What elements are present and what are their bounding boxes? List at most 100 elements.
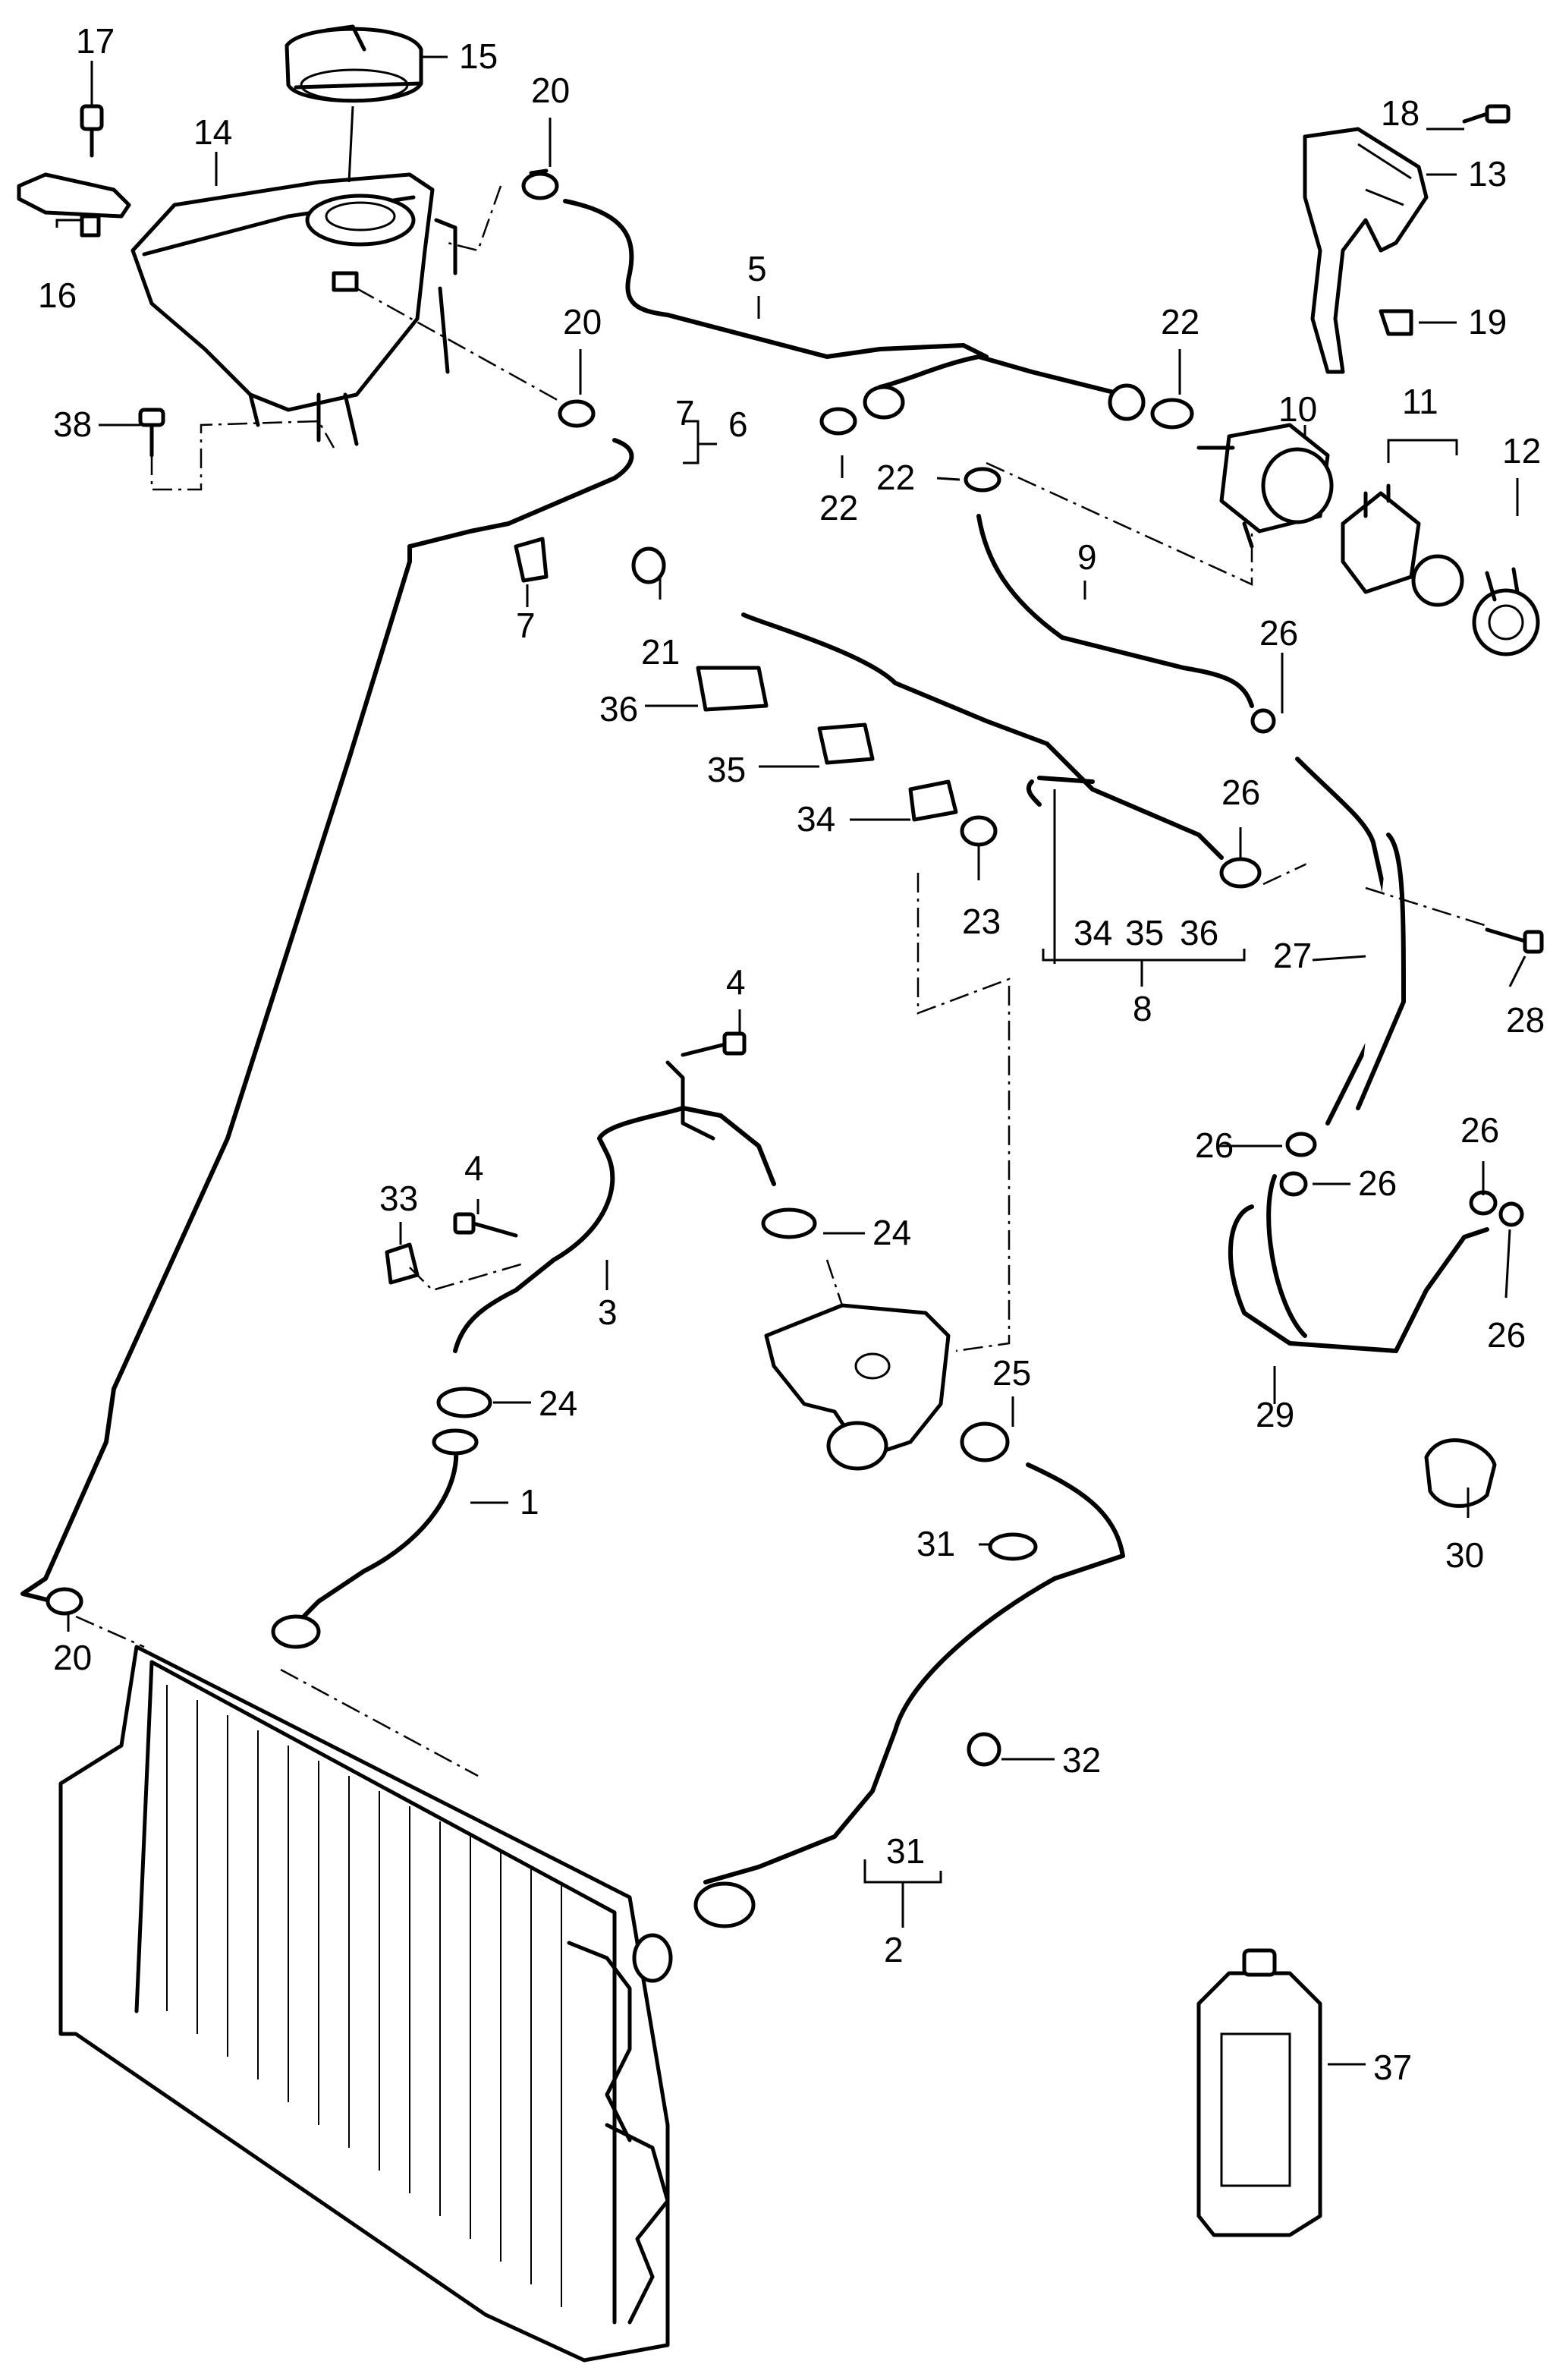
radiator — [58, 1645, 673, 2363]
dash-20a — [447, 185, 502, 252]
label-22-right: 22 — [1161, 302, 1199, 342]
label-38: 38 — [53, 405, 92, 444]
thermostat-housing — [764, 1303, 951, 1471]
label-20-top: 20 — [531, 71, 570, 110]
clamp-23 — [960, 815, 998, 847]
hose-5-end — [863, 385, 905, 420]
screw-38 — [138, 408, 165, 458]
label-6: 6 — [728, 405, 748, 444]
clamp-26-b — [1279, 1171, 1308, 1197]
hose-27-pipe — [1356, 833, 1406, 1110]
dash-33 — [409, 1262, 524, 1292]
label-26-d: 26 — [1487, 1315, 1526, 1355]
clip-33 — [385, 1242, 420, 1285]
clamp-22-lower — [964, 467, 1001, 493]
screw-4-top — [681, 1031, 747, 1057]
label-10: 10 — [1278, 389, 1317, 429]
leader-lines — [55, 55, 1526, 2066]
hose-5 — [563, 199, 989, 359]
hose-6 — [407, 438, 634, 549]
label-36: 36 — [599, 689, 638, 729]
hose-8-tee — [1026, 776, 1095, 807]
dash-22 — [986, 461, 1253, 586]
hose-29-branch — [1266, 1174, 1307, 1338]
clamp-35 — [817, 722, 875, 765]
label-30: 30 — [1445, 1535, 1484, 1575]
hose-8 — [741, 612, 1224, 860]
label-19: 19 — [1468, 302, 1507, 342]
dash-20c — [75, 1615, 145, 1648]
label-20-mid: 20 — [563, 302, 602, 342]
dash-20b — [356, 287, 562, 404]
label-3: 3 — [598, 1292, 618, 1332]
label-7-bracket: 7 — [675, 393, 695, 433]
gasket-30 — [1424, 1438, 1497, 1508]
label-37: 37 — [1373, 2048, 1412, 2087]
label-2: 2 — [884, 1930, 904, 1969]
clamp-20-mid — [558, 399, 596, 428]
hose-1 — [286, 1440, 459, 1642]
label-4-top: 4 — [726, 962, 746, 1002]
aux-water-pump — [1196, 423, 1334, 549]
screw-4-left — [453, 1212, 518, 1238]
hose-1-end-lower — [271, 1614, 321, 1649]
cap-axis-line — [347, 105, 354, 183]
label-15: 15 — [459, 36, 498, 76]
expansion-tank — [130, 172, 457, 446]
label-22-lower: 22 — [876, 458, 915, 497]
label-22-left: 22 — [819, 488, 858, 527]
label-4-left: 4 — [464, 1148, 484, 1188]
label-13: 13 — [1468, 154, 1507, 194]
clamp-24-lower — [436, 1387, 492, 1418]
label-35-group: 35 — [1125, 913, 1164, 952]
label-23: 23 — [962, 902, 1001, 941]
label-20-bottom: 20 — [53, 1638, 92, 1677]
dash-24 — [825, 1259, 844, 1306]
label-26-b: 26 — [1358, 1163, 1397, 1203]
clamp-32 — [967, 1732, 1001, 1767]
clamp-22-right — [1150, 398, 1194, 430]
label-26-c: 26 — [1460, 1110, 1499, 1150]
label-36-group: 36 — [1180, 913, 1218, 952]
coolant-bottle — [1196, 1948, 1322, 2237]
clamp-26-a — [1285, 1132, 1317, 1157]
label-14: 14 — [193, 112, 232, 152]
clamp-31 — [988, 1532, 1038, 1561]
label-26-a: 26 — [1195, 1125, 1234, 1165]
label-28: 28 — [1506, 1000, 1545, 1040]
radiator-fins — [166, 1685, 562, 2307]
clamp-20-bottom — [46, 1587, 83, 1616]
hose-5-branch — [878, 354, 1125, 397]
mounting-bracket — [17, 172, 131, 238]
screw-18 — [1462, 104, 1511, 124]
tank-cap — [285, 24, 423, 103]
clamp-26-mid — [1219, 857, 1262, 889]
label-33: 33 — [379, 1179, 418, 1218]
label-24-upper: 24 — [872, 1213, 911, 1252]
hose-3-bracket — [665, 1060, 715, 1141]
clamp-26-c — [1469, 1190, 1498, 1216]
hose-2 — [703, 1462, 1125, 1884]
hose-2-end — [693, 1881, 756, 1928]
label-24-lower: 24 — [539, 1384, 577, 1423]
label-31: 31 — [916, 1524, 955, 1563]
dash-1 — [280, 1668, 479, 1777]
dash-23 — [916, 873, 1011, 1352]
label-18: 18 — [1381, 93, 1420, 133]
clamp-22-left — [819, 407, 857, 436]
label-11: 11 — [1402, 382, 1438, 421]
label-21: 21 — [641, 632, 680, 672]
label-8: 8 — [1133, 989, 1152, 1028]
screw-28 — [1485, 927, 1544, 954]
label-34-group: 34 — [1074, 913, 1112, 952]
label-32: 32 — [1062, 1740, 1101, 1780]
clamp-26-upper — [1250, 708, 1276, 734]
label-5: 5 — [747, 249, 767, 288]
clamp-25 — [960, 1421, 1010, 1462]
long-overflow-hose — [20, 544, 412, 1604]
clamp-21 — [631, 546, 666, 584]
label-26-mid: 26 — [1221, 773, 1260, 812]
label-31-group: 31 — [886, 1831, 925, 1871]
clamp-20-top — [521, 168, 559, 200]
